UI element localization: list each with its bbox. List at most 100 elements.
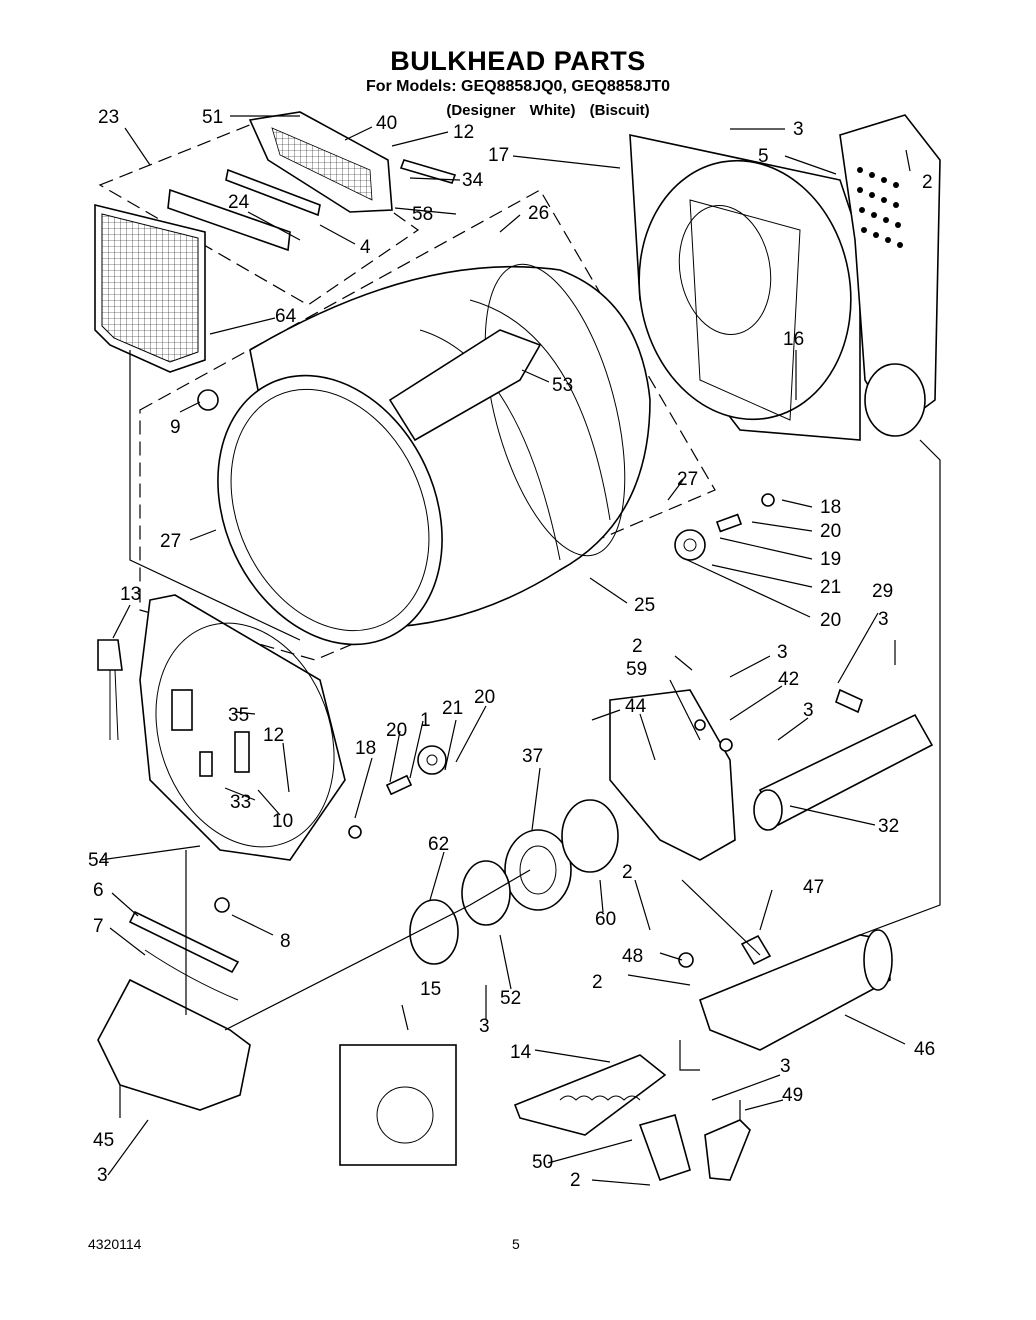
thermostat-33 [199, 751, 213, 777]
callout-60: 60 [595, 909, 616, 930]
callout-25: 25 [634, 595, 655, 616]
lint-assembly-outline [98, 119, 420, 306]
callout-9: 9 [170, 417, 181, 438]
callout-2d: 2 [592, 972, 603, 993]
front-bulkhead [139, 594, 346, 861]
callout-20c: 20 [386, 720, 407, 741]
bracket-35 [171, 689, 193, 731]
callout-5: 5 [758, 146, 769, 167]
callout-23: 23 [98, 107, 119, 128]
callout-2e: 2 [570, 1170, 581, 1191]
callout-18: 18 [820, 497, 841, 518]
lint-housing [248, 111, 393, 213]
callout-32: 32 [878, 816, 899, 837]
callout-42: 42 [778, 669, 799, 690]
callout-20d: 20 [474, 687, 495, 708]
callout-6: 6 [93, 880, 104, 901]
callout-13: 13 [120, 584, 141, 605]
callout-34: 34 [462, 170, 484, 191]
callout-17: 17 [488, 145, 509, 166]
callout-19: 19 [820, 549, 841, 570]
callout-45: 45 [93, 1130, 114, 1151]
document-number: 4320114 [88, 1236, 142, 1252]
callout-59: 59 [626, 659, 647, 680]
colors-line: (Designer White) (Biscuit) [446, 102, 650, 119]
dryer-drum [217, 263, 651, 646]
blower-wheel [504, 829, 572, 911]
callout-labels: 23 51 40 12 17 3 5 2 34 24 58 26 4 64 53… [88, 107, 935, 1191]
callout-33: 33 [230, 792, 251, 813]
housing-seal-52 [461, 860, 511, 926]
callout-2b: 2 [632, 636, 643, 657]
heating-element [513, 1054, 667, 1136]
blower-seal [561, 799, 619, 873]
page-number: 5 [512, 1236, 520, 1252]
drum-roller-rear [674, 493, 775, 561]
callout-37: 37 [522, 746, 543, 767]
front-air-duct [97, 978, 251, 1111]
seal-6 [128, 910, 240, 974]
blower-housing-seal [409, 899, 459, 965]
callout-52: 52 [500, 988, 521, 1009]
terminal-block [97, 639, 123, 671]
duct-seal [225, 168, 321, 217]
heater-holes [857, 167, 903, 248]
callout-15: 15 [420, 979, 441, 1000]
exhaust-duct [753, 713, 934, 831]
wire-kit-box [339, 1044, 457, 1166]
callout-64: 64 [275, 306, 297, 327]
callout-51: 51 [202, 107, 223, 128]
callout-21: 21 [820, 577, 841, 598]
callout-12b: 12 [263, 725, 284, 746]
bracket-47 [740, 934, 772, 966]
callout-40: 40 [376, 113, 397, 134]
foot-9 [197, 389, 219, 411]
callout-27a: 27 [677, 469, 698, 490]
ref-lines [129, 350, 941, 1120]
callout-20b: 20 [820, 610, 841, 631]
callout-2: 2 [922, 172, 933, 193]
callout-10: 10 [272, 811, 293, 832]
callout-3e: 3 [479, 1016, 490, 1037]
callout-49: 49 [782, 1085, 803, 1106]
nut-42 [719, 738, 733, 752]
blower-housing [609, 689, 736, 861]
callout-50: 50 [532, 1152, 553, 1173]
clip-29 [835, 688, 863, 714]
callout-53: 53 [552, 375, 573, 396]
seal-7 [144, 949, 239, 1001]
screw-59 [694, 719, 706, 731]
callout-26: 26 [528, 203, 549, 224]
callout-48: 48 [622, 946, 643, 967]
page-title: BULKHEAD PARTS [390, 46, 646, 76]
felt-seal [399, 159, 457, 184]
callout-54: 54 [88, 850, 110, 871]
callout-14: 14 [510, 1042, 532, 1063]
callout-27b: 27 [160, 531, 181, 552]
callout-4: 4 [360, 237, 371, 258]
drum-roller-front [348, 745, 447, 839]
callout-3c: 3 [777, 642, 788, 663]
heating-coil [559, 1095, 641, 1101]
leader-lines [99, 115, 911, 1186]
callout-3f: 3 [780, 1056, 791, 1077]
wire-kit-loop [376, 1086, 434, 1144]
callout-29: 29 [872, 581, 893, 602]
nut-8 [214, 897, 230, 913]
heater-duct [699, 929, 893, 1051]
bracket-50 [638, 1114, 691, 1182]
heater-shield [839, 114, 941, 437]
callout-2c: 2 [622, 862, 633, 883]
terminal-wires [109, 669, 119, 741]
callout-1: 1 [420, 710, 431, 731]
callout-3b: 3 [878, 609, 889, 630]
clip-48 [678, 952, 694, 968]
callout-18b: 18 [355, 738, 376, 759]
callout-20a: 20 [820, 521, 841, 542]
callout-62: 62 [428, 834, 449, 855]
callout-8: 8 [280, 931, 291, 952]
lint-bracket [167, 188, 291, 252]
callout-24: 24 [228, 192, 250, 213]
callout-21b: 21 [442, 698, 463, 719]
